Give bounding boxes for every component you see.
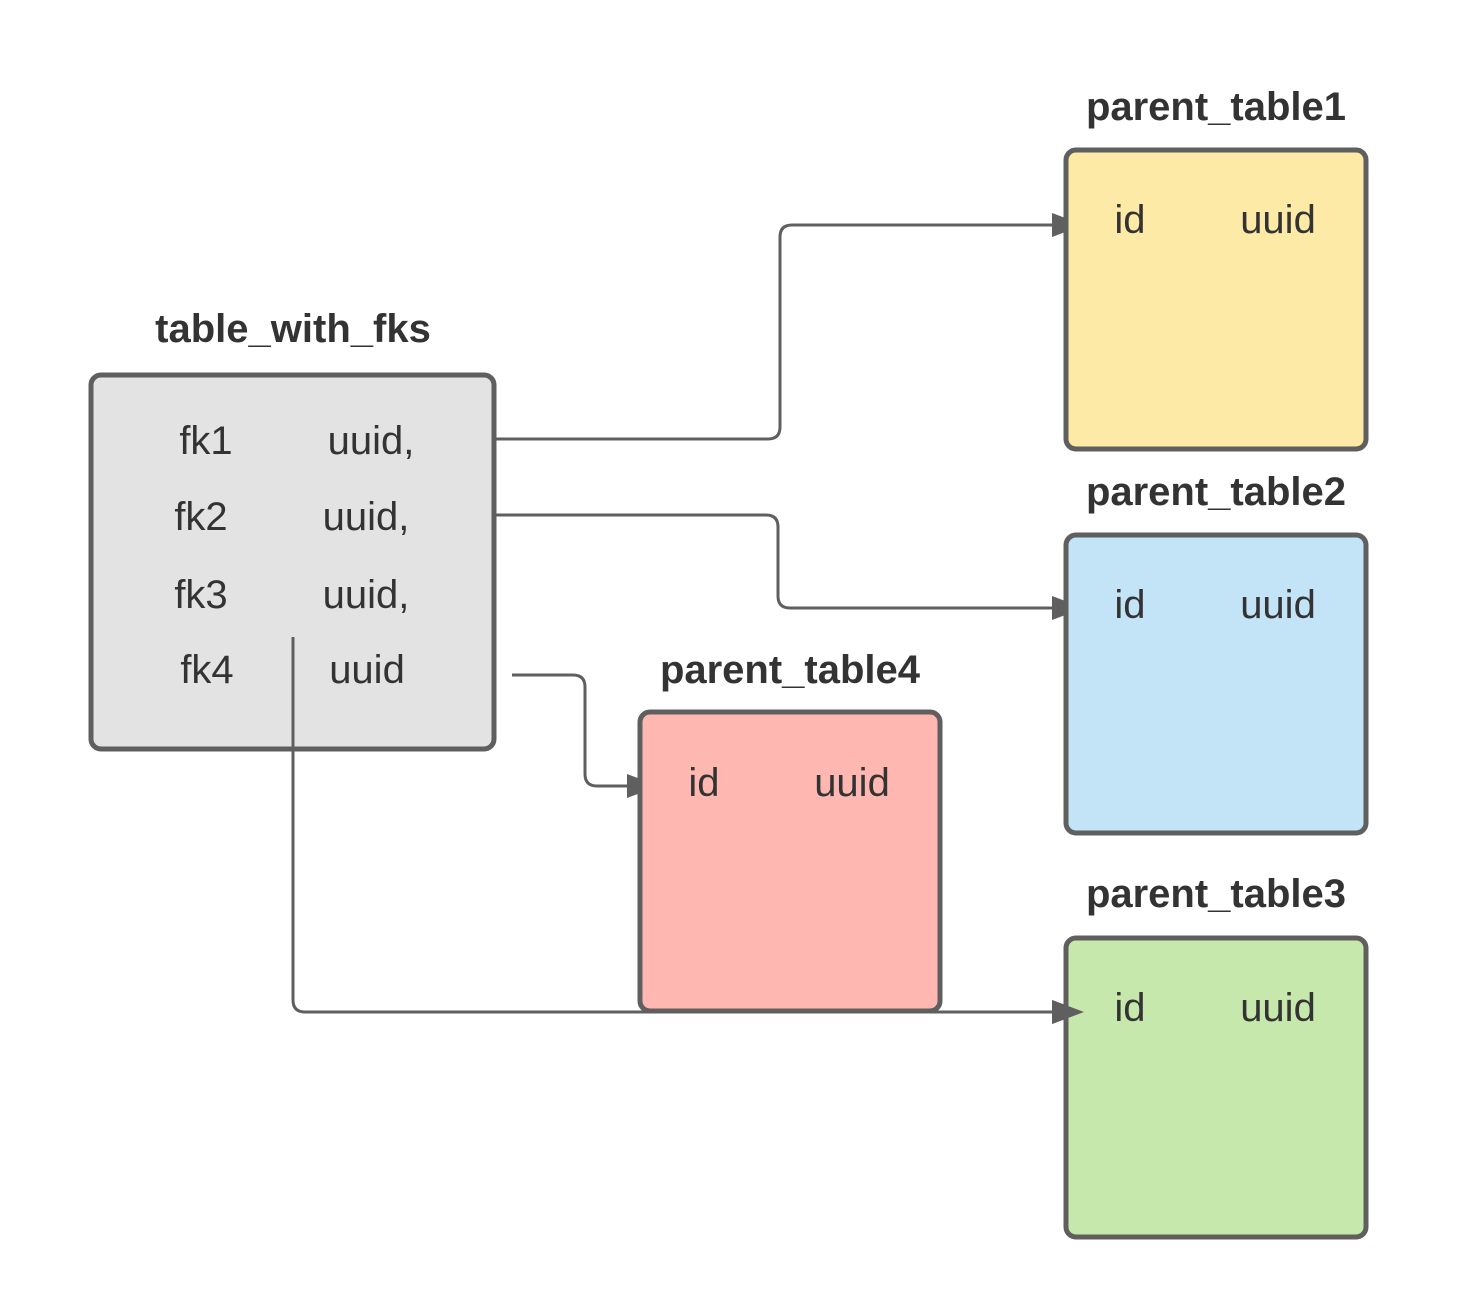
parent-table2-box <box>1063 532 1369 836</box>
parent-table2-col-type: uuid <box>1240 583 1316 627</box>
fk2-type: uuid, <box>323 495 410 539</box>
parent-table2-title: parent_table2 <box>1086 470 1346 514</box>
connector-fk3-to-parent-table3 <box>291 637 1052 1014</box>
connector-fk2-to-parent-table2 <box>472 513 1052 610</box>
fk4-type: uuid <box>329 648 405 692</box>
connector-fk1-to-parent-table1 <box>477 223 1052 441</box>
parent-table3-col-type: uuid <box>1240 986 1316 1030</box>
parent-table1[interactable]: parent_table1 id uuid <box>1063 85 1369 452</box>
parent-table4-col-name: id <box>688 761 719 805</box>
parent-table3-title: parent_table3 <box>1086 872 1346 916</box>
parent-table3-box <box>1063 935 1369 1240</box>
table-with-fks-title: table_with_fks <box>155 307 431 351</box>
parent-table2-col-name: id <box>1114 583 1145 627</box>
parent-table3-col-name: id <box>1114 986 1145 1030</box>
parent-table1-col-type: uuid <box>1240 198 1316 242</box>
fk1-type: uuid, <box>328 419 415 463</box>
arrowhead-parent-table3-top <box>1052 1000 1084 1024</box>
parent-table4-title: parent_table4 <box>660 648 921 692</box>
fk4-name: fk4 <box>180 648 233 692</box>
fk3-type: uuid, <box>323 573 410 617</box>
parent-table4[interactable]: parent_table4 id uuid <box>637 648 943 1014</box>
parent-table1-col-name: id <box>1114 198 1145 242</box>
fk1-name: fk1 <box>179 419 232 463</box>
parent-table1-title: parent_table1 <box>1086 85 1346 129</box>
parent-table4-box <box>637 709 943 1014</box>
connector-fk4-to-parent-table4 <box>512 673 627 788</box>
fk3-name: fk3 <box>174 573 227 617</box>
parent-table3[interactable]: parent_table3 id uuid <box>1063 872 1369 1240</box>
parent-table4-col-type: uuid <box>814 761 890 805</box>
parent-table2[interactable]: parent_table2 id uuid <box>1063 470 1369 836</box>
fk2-name: fk2 <box>174 495 227 539</box>
parent-table1-box <box>1063 147 1369 452</box>
